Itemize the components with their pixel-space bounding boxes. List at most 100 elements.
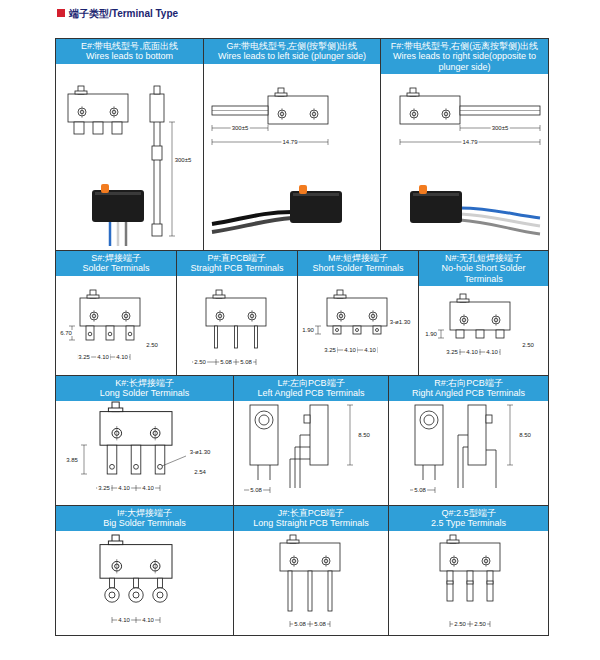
dimension-value: 4.10 — [117, 617, 131, 623]
drawing-part — [86, 326, 94, 340]
dimension-line — [69, 326, 130, 360]
drawing-part — [460, 208, 540, 218]
drawing-part — [212, 106, 268, 115]
dimension-value: 3.25 — [97, 485, 111, 491]
drawing-part — [450, 294, 510, 330]
drawing-part — [468, 405, 486, 465]
drawing-part — [290, 185, 342, 223]
drawing-part — [290, 435, 310, 488]
dimension-value: 300±5 — [491, 125, 510, 131]
switch-big-solder — [100, 535, 172, 602]
switch-front-wires-bottom — [68, 86, 128, 134]
dimension-line — [244, 405, 353, 493]
drawing-part — [460, 220, 540, 234]
drawing-part — [250, 405, 278, 465]
type-name-chinese: I#:大焊接端子 — [59, 508, 230, 518]
dimension-value: 5.08 — [413, 487, 427, 493]
dimension-value: 1.90 — [424, 331, 438, 337]
terminal-type-panel: R#:右向PCB端子Right Angled PCB Terminals — [388, 375, 549, 506]
drawing-part — [235, 326, 238, 348]
drawing-part — [373, 326, 381, 334]
terminal-type-panel: Q#:2.5型端子2.5 Type Terminals — [388, 505, 549, 636]
dimension-value: 4.10 — [343, 347, 357, 353]
dimension-value: 4.10 — [141, 485, 155, 491]
terminal-type-panel: N#:无孔短焊接端子No-hole Short Solder Terminals — [418, 250, 549, 376]
drawing-part — [152, 224, 162, 236]
dimension-line — [81, 445, 186, 491]
drawing-part — [154, 122, 160, 236]
drawing-part — [153, 578, 167, 602]
dimension-value: 8.50 — [357, 432, 371, 438]
drawing-part — [467, 571, 473, 601]
type-name-english: Long Straight PCB Terminals — [237, 518, 385, 528]
drawing-part — [460, 106, 540, 115]
drawing-part — [327, 290, 387, 326]
switch-side-wires-bottom — [150, 86, 164, 236]
drawing-part — [347, 405, 353, 465]
dimension-value: 2.50 — [521, 342, 535, 348]
drawing-part — [476, 330, 484, 338]
drawing-part — [105, 578, 119, 602]
type-name-english: No-hole Short Solder Terminals — [422, 263, 545, 284]
type-name-english: Left Angled PCB Terminals — [237, 388, 385, 398]
switch-long-straight-pcb — [280, 535, 340, 611]
drawing-part — [410, 185, 462, 223]
dimension-value: 1.90 — [301, 327, 315, 333]
dimension-value: 14.79 — [281, 139, 298, 145]
dimension-value: 5.08 — [293, 621, 307, 627]
dimension-value: 4.10 — [363, 347, 377, 353]
header-band: R#:右向PCB端子Right Angled PCB Terminals — [389, 376, 548, 401]
switch-photo — [410, 185, 540, 234]
drawing-part — [125, 220, 128, 246]
header-band: E#:带电线型号,底面出线Wires leads to bottom — [56, 39, 203, 64]
drawing-part — [400, 139, 540, 145]
dimension-value: 4.10 — [141, 617, 155, 623]
drawing-part — [169, 122, 175, 236]
drawing-part — [212, 218, 292, 232]
dimension-value: 2.54 — [193, 469, 207, 475]
switch-no-hole-short-solder — [450, 294, 510, 338]
drawing-part — [450, 621, 490, 627]
drawing-part — [440, 535, 500, 571]
terminal-type-panel: J#:长直PCB端子Long Straight PCB Terminals — [233, 505, 389, 636]
drawing-part — [150, 94, 164, 122]
drawing-part — [333, 326, 341, 334]
type-name-english: Wires leads to bottom — [59, 51, 200, 61]
type-name-chinese: Q#:2.5型端子 — [392, 508, 545, 518]
drawing-part — [215, 326, 218, 348]
drawing-part — [81, 445, 87, 474]
dimension-value: 300±5 — [231, 125, 250, 131]
header-band: Q#:2.5型端子2.5 Type Terminals — [389, 506, 548, 531]
type-name-chinese: R#:右向PCB端子 — [392, 378, 545, 388]
dimension-value: 6.70 — [59, 330, 73, 336]
drawing-part — [486, 415, 492, 423]
dimension-value: 8.50 — [518, 432, 532, 438]
dimension-line — [169, 122, 175, 236]
drawing-part — [80, 290, 140, 326]
drawing-part — [290, 185, 342, 223]
drawing-part — [74, 122, 122, 134]
header-band: K#:长焊接端子Long Solder Terminals — [56, 376, 233, 401]
drawing-part — [162, 456, 186, 466]
drawing-part — [258, 465, 270, 480]
dimension-value: 4.10 — [96, 354, 110, 360]
drawing-part — [112, 617, 160, 623]
page-title: 端子类型/Terminal Type — [69, 7, 178, 21]
drawing-part — [212, 110, 268, 111]
dimension-value: 5.08 — [239, 359, 253, 365]
type-name-chinese: N#:无孔短焊接端子 — [422, 253, 545, 263]
terminal-type-panel: E#:带电线型号,底面出线Wires leads to bottom — [55, 38, 204, 251]
dimension-value: 5.08 — [219, 359, 233, 365]
drawing-part — [507, 405, 513, 465]
header-band: F#:带电线型号,右侧(远离按掣侧)出线Wires leads to right… — [381, 39, 548, 74]
type-name-english: Solder Terminals — [59, 263, 173, 273]
dimension-line — [400, 125, 540, 145]
type-name-chinese: F#:带电线型号,右侧(远离按掣侧)出线 — [384, 41, 545, 51]
dimension-value: 2.50 — [473, 621, 487, 627]
drawing-part — [288, 571, 292, 611]
dimension-line — [112, 617, 160, 623]
header-band: J#:长直PCB端子Long Straight PCB Terminals — [234, 506, 388, 531]
drawing-part — [304, 415, 310, 423]
